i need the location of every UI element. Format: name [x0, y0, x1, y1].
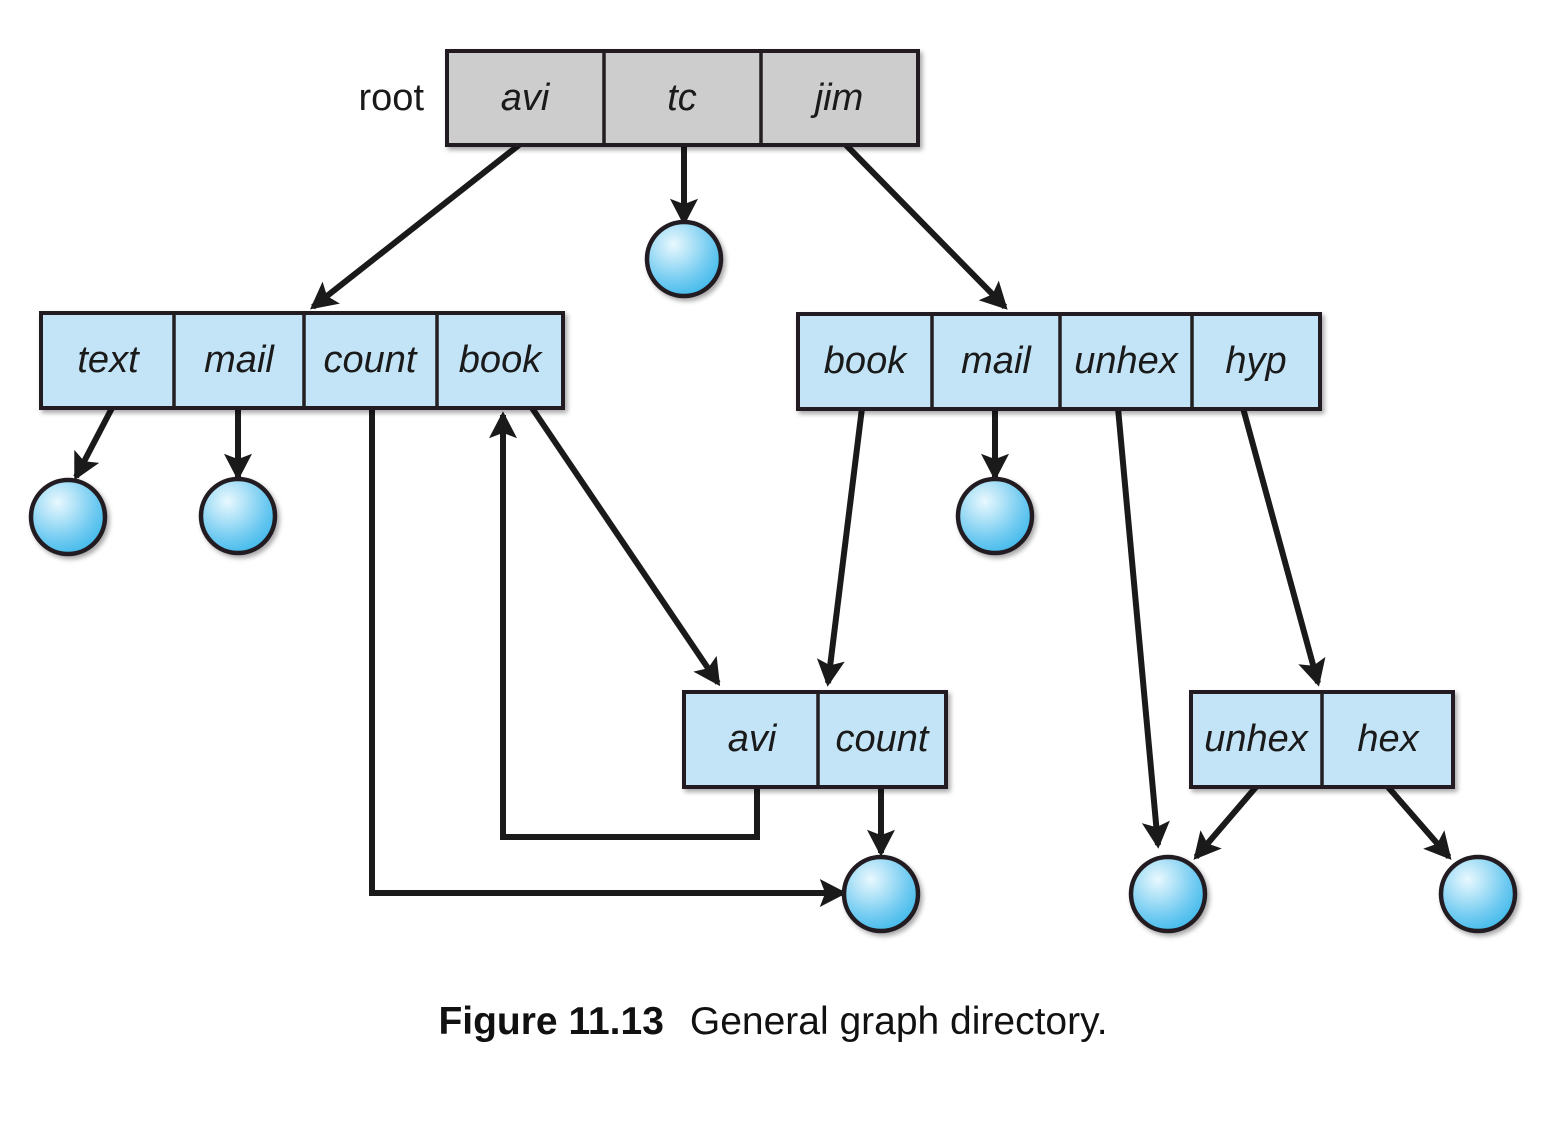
figure-caption: Figure 11.13 General graph directory.	[0, 1000, 1546, 1044]
jim-dir-cell-hyp[interactable]: hyp	[1225, 340, 1286, 382]
file-node-tc[interactable]	[644, 219, 724, 299]
edge-hyp-dir-hex-to-file	[1385, 785, 1452, 860]
root-cell-jim[interactable]: jim	[810, 77, 864, 119]
jim-dir-cell-book[interactable]: book	[824, 340, 908, 382]
book-dir-cell-count[interactable]: count	[836, 718, 930, 760]
book-directory-box[interactable]: avi count	[682, 690, 948, 789]
edge-book-jim-to-book-dir	[816, 407, 865, 687]
root-cell-tc[interactable]: tc	[667, 77, 697, 119]
file-node-text[interactable]	[28, 477, 108, 557]
figure-caption-text: General graph directory.	[689, 1000, 1108, 1043]
jim-directory-box[interactable]: book mail unhex hyp	[796, 312, 1322, 411]
root-label: root	[359, 77, 425, 119]
edge-root-avi-to-avi-dir	[310, 142, 521, 310]
jim-dir-cell-mail[interactable]: mail	[961, 340, 1032, 382]
hyp-dir-cell-hex[interactable]: hex	[1357, 718, 1420, 760]
avi-dir-cell-text[interactable]: text	[77, 339, 140, 381]
edge-book-avi-to-book-dir	[529, 406, 721, 687]
jim-dir-cell-unhex[interactable]: unhex	[1074, 340, 1180, 382]
avi-dir-cell-count[interactable]: count	[324, 339, 418, 381]
root-cell-avi[interactable]: avi	[501, 77, 551, 119]
edge-book-dir-avi-to-book-cell	[488, 411, 760, 840]
root-directory-box[interactable]: root avi tc jim	[359, 49, 920, 147]
edge-hyp-to-hyp-dir	[1240, 407, 1326, 687]
book-dir-cell-avi[interactable]: avi	[728, 718, 778, 760]
edge-unhex-jim-to-file	[1115, 407, 1170, 849]
file-node-mail-jim[interactable]	[955, 476, 1035, 556]
figure-caption-label: Figure 11.13	[438, 1000, 664, 1043]
hyp-dir-cell-unhex[interactable]: unhex	[1204, 718, 1310, 760]
edges-layer	[73, 142, 1452, 908]
file-node-hex[interactable]	[1438, 854, 1518, 934]
edge-count-avi-to-file	[369, 408, 847, 908]
edge-text-to-file	[73, 406, 115, 481]
file-nodes-layer	[28, 219, 1518, 934]
file-node-count-shared[interactable]	[841, 854, 921, 934]
edge-hyp-dir-unhex-to-file	[1193, 785, 1259, 860]
file-node-unhex-shared[interactable]	[1128, 854, 1208, 934]
avi-dir-cell-mail[interactable]: mail	[204, 339, 275, 381]
file-node-mail-avi[interactable]	[198, 476, 278, 556]
hyp-directory-box[interactable]: unhex hex	[1189, 690, 1455, 789]
edge-root-jim-to-jim-dir	[843, 142, 1008, 310]
avi-directory-box[interactable]: text mail count book	[39, 311, 565, 410]
avi-dir-cell-book[interactable]: book	[459, 339, 543, 381]
